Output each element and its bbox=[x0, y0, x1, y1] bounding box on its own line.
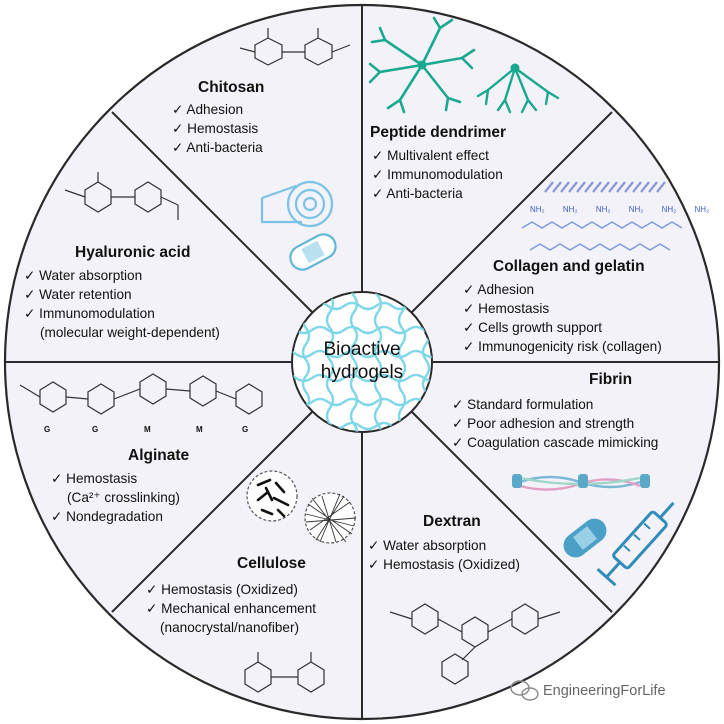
nanofiber-icon bbox=[304, 492, 357, 544]
list-item: ✓ Hemostasis bbox=[172, 121, 259, 136]
gelatin-chain-icon bbox=[521, 221, 683, 251]
peptide-dendrimer-icon bbox=[368, 16, 476, 114]
wechat-icon bbox=[510, 680, 539, 701]
list-item: ✓ Adhesion bbox=[463, 282, 535, 297]
chitosan-list: ✓ Adhesion ✓ Hemostasis ✓ Anti-bacteria bbox=[172, 100, 263, 157]
list-item: (molecular weight-dependent) bbox=[40, 325, 220, 340]
peptide-list: ✓ Multivalent effect ✓ Immunomodulation … bbox=[372, 146, 503, 203]
list-item: ✓ Poor adhesion and strength bbox=[452, 416, 635, 431]
nh2-labels: NH₂ NH₂ NH₂ NH₂ NH₂ NH₂ bbox=[530, 205, 709, 214]
wheel-dividers bbox=[5, 5, 719, 719]
list-item: ✓ Anti-bacteria bbox=[372, 186, 463, 201]
unit-label: M bbox=[144, 425, 151, 434]
list-item: ✓ Anti-bacteria bbox=[172, 140, 263, 155]
syringe-icon bbox=[596, 501, 675, 587]
alginate-list: ✓ Hemostasis (Ca²⁺ crosslinking) ✓ Nonde… bbox=[51, 469, 180, 526]
center-circle bbox=[291, 291, 433, 433]
list-item: ✓ Immunomodulation bbox=[372, 167, 503, 182]
list-item: ✓ Hemostasis (Oxidized) bbox=[368, 557, 520, 572]
unit-label: G bbox=[92, 425, 99, 434]
collagen-list: ✓ Adhesion ✓ Hemostasis ✓ Cells growth s… bbox=[463, 280, 662, 356]
list-item: ✓ Hemostasis bbox=[51, 471, 138, 486]
cellulose-structure-icon bbox=[244, 652, 325, 693]
nh2-label: NH₂ bbox=[628, 205, 644, 214]
list-item: ✓ Adhesion bbox=[172, 102, 244, 117]
list-item: ✓ Mechanical enhancement bbox=[146, 601, 317, 616]
collagen-title: Collagen and gelatin bbox=[493, 258, 645, 275]
dendrimer-core-left bbox=[417, 60, 427, 70]
unit-label: M bbox=[196, 425, 203, 434]
bandage-icon bbox=[289, 233, 337, 271]
cellulose-list: ✓ Hemostasis (Oxidized) ✓ Mechanical enh… bbox=[146, 580, 316, 637]
gauze-roll-icon bbox=[260, 180, 334, 228]
list-item: ✓ Standard formulation bbox=[452, 397, 594, 412]
list-item: (nanocrystal/nanofiber) bbox=[160, 620, 300, 635]
dextran-list: ✓ Water absorption ✓ Hemostasis (Oxidize… bbox=[368, 536, 520, 574]
list-item: ✓ Nondegradation bbox=[51, 509, 163, 524]
list-item: ✓ Water retention bbox=[24, 287, 132, 302]
bandage-icon-fibrin bbox=[563, 518, 607, 558]
nh2-label: NH₂ bbox=[694, 205, 710, 214]
alginate-title: Alginate bbox=[128, 447, 190, 464]
collagen-fiber-icon bbox=[544, 181, 666, 193]
nh2-label: NH₂ bbox=[661, 205, 677, 214]
center-title-line2: hydrogels bbox=[320, 362, 404, 383]
list-item: ✓ Hemostasis (Oxidized) bbox=[146, 582, 298, 597]
chitosan-title: Chitosan bbox=[198, 79, 265, 96]
watermark-text: EngineeringForLife bbox=[543, 683, 666, 699]
cellulose-title: Cellulose bbox=[237, 555, 306, 572]
list-item: ✓ Water absorption bbox=[368, 538, 487, 553]
alginate-structure-icon bbox=[19, 373, 263, 415]
hyaluronic-structure-icon bbox=[64, 172, 179, 220]
fibrin-title: Fibrin bbox=[589, 371, 633, 388]
unit-label: G bbox=[242, 425, 249, 434]
list-item: ✓ Multivalent effect bbox=[372, 148, 489, 163]
nanocrystal-icon bbox=[246, 470, 298, 522]
list-item: ✓ Coagulation cascade mimicking bbox=[452, 435, 659, 450]
nh2-label: NH₂ bbox=[595, 205, 611, 214]
peptide-dendrimer-icon-2 bbox=[476, 66, 560, 114]
list-item: ✓ Water absorption bbox=[24, 268, 143, 283]
peptide-title: Peptide dendrimer bbox=[370, 124, 507, 141]
fibrin-fiber-icon bbox=[512, 474, 650, 491]
fibrin-list: ✓ Standard formulation ✓ Poor adhesion a… bbox=[452, 395, 658, 452]
list-item: ✓ Immunomodulation bbox=[24, 306, 155, 321]
nh2-label: NH₂ bbox=[530, 205, 545, 214]
list-item: ✓ Hemostasis bbox=[463, 301, 550, 316]
center-title-line1: Bioactive bbox=[323, 339, 401, 360]
nh2-label: NH₂ bbox=[562, 205, 578, 214]
chitosan-structure-icon bbox=[239, 28, 351, 66]
list-item: ✓ Immunogenicity risk (collagen) bbox=[463, 339, 662, 354]
dendrimer-core-right bbox=[510, 63, 520, 73]
dextran-title: Dextran bbox=[423, 513, 481, 530]
unit-label: G bbox=[44, 425, 51, 434]
list-item: ✓ Cells growth support bbox=[463, 320, 603, 335]
dextran-structure-icon bbox=[389, 603, 561, 685]
hyaluronic-title: Hyaluronic acid bbox=[75, 244, 191, 261]
hyaluronic-list: ✓ Water absorption ✓ Water retention ✓ I… bbox=[24, 266, 220, 342]
list-item: (Ca²⁺ crosslinking) bbox=[67, 490, 180, 505]
center-title: Bioactive hydrogels bbox=[302, 338, 422, 384]
